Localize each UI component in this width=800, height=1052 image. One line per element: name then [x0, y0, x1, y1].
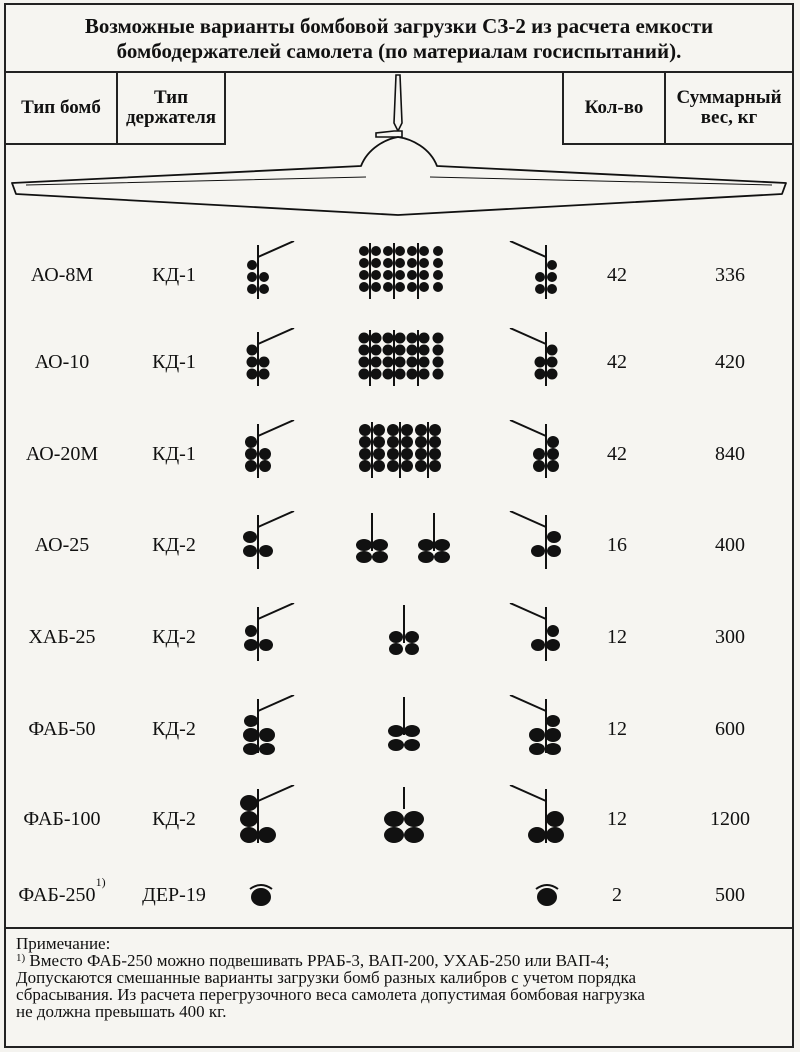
quantity-cell: 12 [607, 626, 627, 648]
bomb-pair-icon [388, 697, 420, 751]
holder-type-cell: КД-1 [152, 351, 196, 373]
bomb-type-cell: АО-20М [25, 443, 99, 465]
header-bomb-type: Тип бомб [6, 73, 118, 145]
bomb-pair-icon [389, 605, 419, 655]
quantity-cell: 12 [607, 718, 627, 740]
title-line-2: бомбодержателей самолета (по материалам … [116, 39, 682, 63]
bomb-cluster-icon [509, 695, 561, 755]
quantity-cell: 2 [612, 884, 622, 906]
holder-type-cell: КД-2 [152, 718, 196, 740]
holder-type-cell: КД-1 [152, 443, 196, 465]
quantity-cell: 42 [607, 443, 627, 465]
bomb-load-table: Возможные варианты бомбовой загрузки СЗ-… [4, 3, 794, 1048]
header-weight-line-1: Суммарный [676, 87, 782, 108]
footnote: Примечание: 1) Вместо ФАБ-250 можно подв… [6, 927, 792, 1046]
header-quantity: Кол-во [562, 73, 666, 145]
total-weight-cell: 336 [715, 264, 745, 286]
bomb-cluster-icon [245, 420, 295, 478]
total-weight-cell: 840 [715, 443, 745, 465]
bomb-pair-icon [356, 513, 450, 563]
note-line-4: не должна превышать 400 кг. [16, 1002, 227, 1021]
holder-type-cell: КД-2 [152, 808, 196, 830]
note-line-3: сбрасывания. Из расчета перегрузочного в… [16, 985, 645, 1004]
bomb-type-cell: ФАБ-2501) [6, 875, 118, 915]
bomb-type-cell: ФАБ-50 [28, 718, 96, 740]
total-weight-cell: 420 [715, 351, 745, 373]
bomb-cluster-icon [509, 785, 564, 843]
page-title: Возможные варианты бомбовой загрузки СЗ-… [6, 5, 792, 73]
holder-type-cell: КД-2 [152, 626, 196, 648]
bomb-cluster-icon [509, 328, 558, 386]
bomb-type-cell: ФАБ-100 [23, 808, 101, 830]
holder-type-cell: ДЕР-19 [142, 884, 206, 906]
quantity-cell: 42 [607, 264, 627, 286]
header-holder-type: Тип держателя [118, 73, 226, 145]
header-holder-line-1: Тип [153, 87, 189, 108]
bomb-type-cell: АО-10 [34, 351, 90, 373]
bomb-cluster-icon [359, 422, 441, 478]
total-weight-cell: 1200 [710, 808, 750, 830]
header-holder-line-2: держателя [125, 107, 217, 128]
bomb-type-text: ФАБ-250 [18, 884, 96, 906]
bomb-pair-icon [384, 787, 424, 843]
title-line-1: Возможные варианты бомбовой загрузки СЗ-… [84, 14, 714, 38]
quantity-cell: 12 [607, 808, 627, 830]
aircraft-planform-icon [11, 74, 787, 216]
total-weight-cell: 300 [715, 626, 745, 648]
quantity-cell: 42 [607, 351, 627, 373]
bomb-type-cell: ХАБ-25 [28, 626, 96, 648]
footnote-marker: 1) [16, 952, 26, 964]
bomb-cluster-icon [359, 243, 443, 299]
bomb-cluster-icon [246, 328, 295, 386]
single-bomb-icon [249, 884, 273, 906]
holder-type-cell: КД-2 [152, 534, 196, 556]
bomb-cluster-icon [509, 420, 559, 478]
note-line-2: Допускаются смешанные варианты загрузки … [16, 968, 637, 987]
note-heading: Примечание: [16, 934, 111, 953]
bomb-cluster-icon [244, 603, 295, 661]
total-weight-cell: 500 [715, 884, 745, 906]
bomb-type-cell: АО-8М [30, 264, 94, 286]
bomb-cluster-icon [509, 241, 557, 299]
bomb-type-cell: АО-25 [34, 534, 90, 556]
quantity-cell: 16 [607, 534, 627, 556]
total-weight-cell: 400 [715, 534, 745, 556]
header-total-weight: Суммарный вес, кг [666, 73, 792, 145]
note-line-1-text: Вместо ФАБ-250 можно подвешивать РРАБ-3,… [25, 951, 610, 970]
total-weight-cell: 600 [715, 718, 745, 740]
note-line-1: 1) Вместо ФАБ-250 можно подвешивать РРАБ… [16, 952, 782, 969]
header-weight-line-2: вес, кг [700, 107, 758, 128]
bomb-cluster-icon [247, 241, 295, 299]
bomb-cluster-icon [243, 695, 295, 755]
bomb-cluster-icon [509, 603, 560, 661]
bomb-cluster-icon [243, 511, 295, 569]
single-bomb-icon [535, 884, 559, 906]
footnote-marker: 1) [95, 875, 106, 889]
bomb-cluster-icon [358, 330, 444, 386]
holder-type-cell: КД-1 [152, 264, 196, 286]
bomb-cluster-icon [509, 511, 561, 569]
bomb-cluster-icon [240, 785, 295, 843]
